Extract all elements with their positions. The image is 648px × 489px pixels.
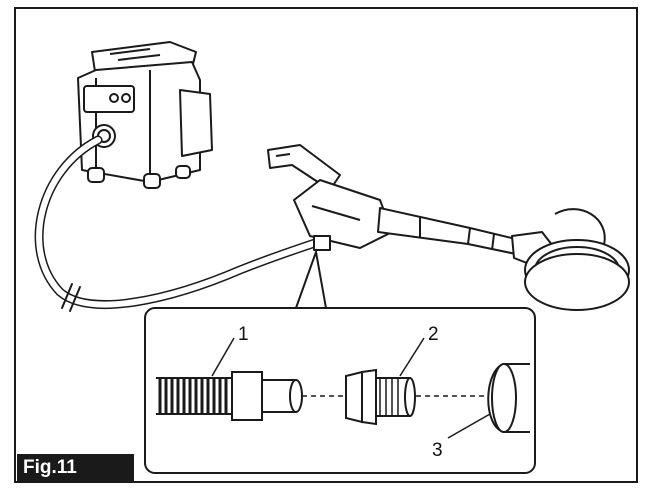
extractor-hose	[34, 135, 323, 312]
hose-icon	[156, 371, 303, 421]
figure-label: Fig.11	[17, 454, 134, 482]
callout-2: 2	[428, 324, 439, 345]
drywall-sander-icon	[267, 144, 630, 311]
detail-box	[144, 307, 536, 474]
callout-leaders	[211, 337, 491, 439]
detail-callout-lines	[295, 248, 327, 309]
callout-1: 1	[238, 324, 249, 345]
callout-3: 3	[432, 440, 443, 461]
nozzle-icon	[487, 363, 530, 433]
dust-extractor-icon	[77, 41, 213, 189]
cuff-icon	[345, 368, 416, 426]
